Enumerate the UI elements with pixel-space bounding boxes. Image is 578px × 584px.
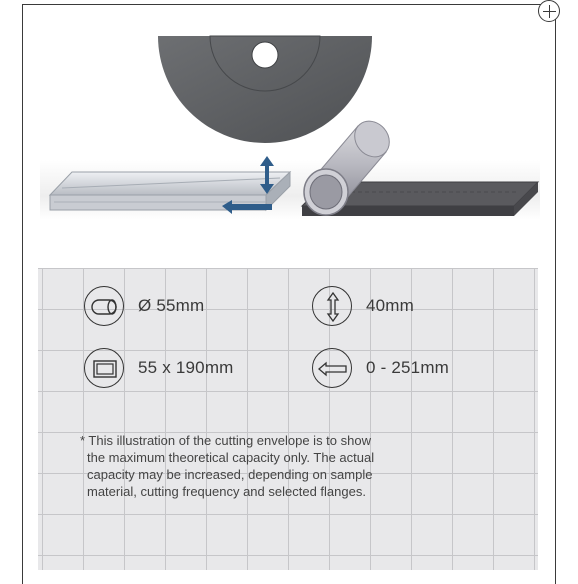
vertical-stroke-icon <box>312 286 352 326</box>
horizontal-stroke-capacity: 0 - 251mm <box>366 358 450 377</box>
capacity-footnote: * This illustration of the cutting envel… <box>80 432 510 500</box>
rectangular-bar-icon <box>84 348 124 388</box>
round-tube <box>303 120 390 216</box>
cutting-envelope-illustration <box>40 35 540 220</box>
footnote-line: material, cutting frequency and selected… <box>87 484 366 499</box>
vertical-arrow <box>260 156 274 194</box>
plate-stock <box>300 181 540 216</box>
footnote-line: * This illustration of the cutting envel… <box>80 433 371 448</box>
round-bar-icon <box>84 286 124 326</box>
round-bar-capacity: Ø 55mm <box>138 296 205 315</box>
spec-panel <box>38 268 538 570</box>
footnote-line: capacity may be increased, depending on … <box>87 467 373 482</box>
rectangular-bar-capacity: 55 x 190mm <box>138 358 234 377</box>
vertical-stroke-capacity: 40mm <box>366 296 415 315</box>
footnote-line: the maximum theoretical capacity only. T… <box>87 450 375 465</box>
cutting-wheel <box>158 35 372 143</box>
horizontal-stroke-icon <box>312 348 352 388</box>
horizontal-arrow <box>222 200 272 214</box>
page-frame <box>22 4 556 584</box>
plus-icon <box>538 0 560 22</box>
